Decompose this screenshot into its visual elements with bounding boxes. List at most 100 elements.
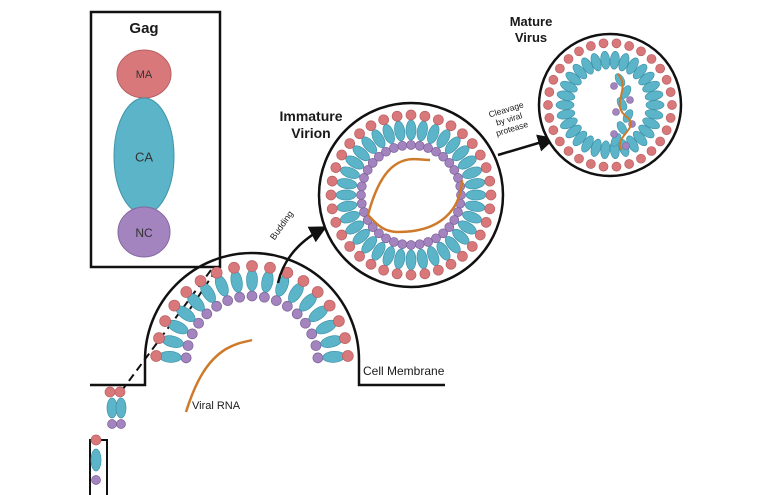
ma-domain: [391, 268, 403, 280]
ca-domain: [618, 53, 630, 72]
nc-domain: [306, 328, 318, 340]
ma-domain: [474, 229, 486, 241]
ma-domain: [563, 146, 574, 156]
ma-domain: [344, 138, 356, 149]
ma-domain: [598, 161, 609, 172]
ma-domain: [330, 162, 342, 173]
nc-domain: [201, 308, 213, 320]
ma-domain: [150, 350, 163, 362]
nc-domain: [374, 151, 384, 162]
ma-domain: [611, 161, 622, 172]
nc-domain: [359, 207, 369, 217]
nc-domain: [367, 222, 378, 232]
immature-virion-circle: [317, 101, 505, 289]
ma-domain: [661, 74, 672, 85]
ma-domain: [391, 110, 403, 122]
nc-core-domain: [612, 108, 620, 116]
nc-domain: [356, 181, 367, 192]
ma-domain: [323, 299, 336, 312]
ca-domain: [246, 268, 258, 292]
ma-domain: [598, 38, 609, 49]
ma-domain: [378, 264, 389, 276]
nc-domain: [423, 237, 433, 247]
ca-domain: [590, 53, 602, 72]
cell-membrane-label: Cell Membrane: [363, 364, 445, 378]
ma-domain: [480, 217, 492, 228]
ma-domain: [554, 136, 565, 147]
ma-domain: [445, 258, 457, 270]
ma-domain: [336, 149, 348, 161]
nc-domain: [359, 173, 369, 183]
mature-virus-label: Mature Virus: [496, 14, 566, 46]
gag-title: Gag: [129, 20, 159, 37]
ma-domain: [90, 434, 102, 446]
ma-domain: [624, 41, 635, 51]
ma-domain: [457, 128, 468, 140]
nc-domain: [381, 233, 391, 244]
nc-domain: [438, 228, 448, 239]
ca-domain: [90, 448, 102, 472]
ma-domain: [433, 264, 444, 276]
ma-domain: [378, 114, 389, 126]
nc-domain: [312, 352, 324, 364]
zoom-line-left: [119, 269, 212, 394]
nc-domain: [116, 419, 126, 429]
viral-rna-label: Viral RNA: [192, 400, 241, 412]
ma-domain: [405, 109, 417, 121]
budding-gag-layer: [150, 260, 354, 364]
ca-domain: [642, 117, 660, 130]
nc-domain: [234, 291, 245, 303]
ca-domain: [626, 57, 639, 75]
ca-domain: [158, 350, 182, 363]
ma-domain: [339, 332, 351, 344]
ma-domain: [665, 87, 676, 97]
ma-domain: [655, 63, 666, 74]
ma-domain: [544, 113, 555, 123]
ca-domain: [405, 249, 417, 271]
ma-domain: [544, 87, 555, 97]
ma-domain: [457, 250, 468, 262]
ca-domain: [638, 71, 655, 86]
ma-domain: [554, 63, 565, 74]
ca-domain: [572, 63, 588, 80]
ma-domain: [354, 250, 365, 262]
nc-domain: [270, 295, 282, 306]
ca-domain: [581, 57, 594, 75]
nc-domain: [246, 290, 258, 302]
nc-domain: [397, 140, 408, 151]
ca-domain: [632, 130, 648, 147]
ma-domain: [636, 46, 646, 57]
bud-viral-rna: [184, 338, 253, 413]
nc-domain: [300, 317, 311, 329]
nc-domain: [406, 140, 416, 150]
ma-domain: [484, 203, 496, 215]
nc-domain: [444, 158, 455, 168]
ca-domain: [230, 270, 243, 293]
nc-domain: [431, 233, 441, 244]
ma-domain: [485, 189, 497, 201]
ca-domain: [556, 90, 576, 101]
ma-domain: [405, 269, 417, 281]
ca-domain: [322, 350, 346, 363]
ma-domain: [365, 120, 377, 132]
ma-domain: [354, 128, 365, 140]
ca-domain: [560, 117, 578, 130]
ma-domain: [636, 153, 646, 164]
nc-domain: [449, 215, 460, 225]
ca-domain: [644, 90, 664, 101]
ma-domain: [264, 261, 276, 274]
nc-domain: [222, 295, 234, 306]
immature-viral-rna: [366, 157, 464, 234]
ma-domain: [104, 386, 116, 398]
nc-domain: [211, 300, 222, 312]
mature-label-line2: Virus: [514, 30, 548, 45]
nc-domain: [414, 140, 425, 151]
nc-domain: [389, 143, 399, 153]
ca-domain: [572, 130, 588, 147]
immature-gag-layer: [325, 109, 497, 281]
ma-domain: [585, 41, 596, 51]
immature-label-line2: Virion: [291, 125, 331, 141]
ma-domain: [466, 138, 478, 149]
ma-domain: [311, 286, 324, 298]
